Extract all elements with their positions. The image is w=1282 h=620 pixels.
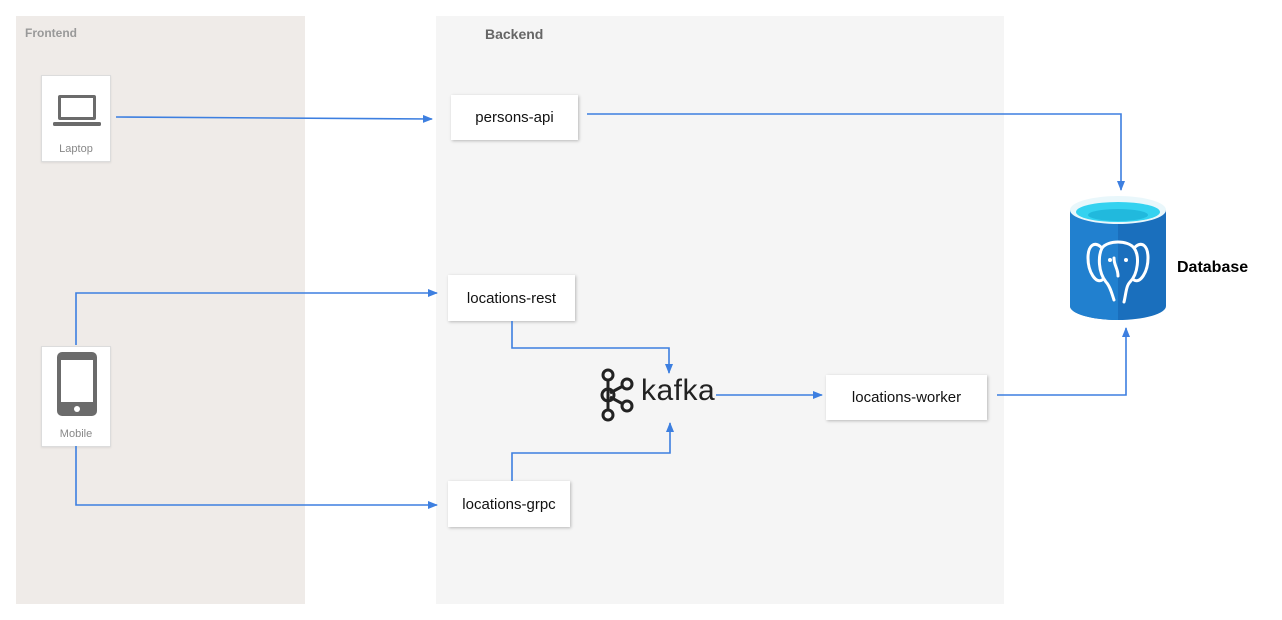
laptop-node[interactable]: Laptop	[41, 75, 111, 162]
locations-grpc-node[interactable]: locations-grpc	[448, 481, 570, 527]
edge-locations-rest-to-kafka	[511, 321, 673, 374]
edge-locations-worker-to-database	[997, 327, 1130, 396]
laptop-icon	[53, 95, 101, 126]
mobile-node[interactable]: Mobile	[41, 346, 111, 447]
edge-mobile-to-locations-grpc	[75, 446, 438, 509]
backend-zone-title: Backend	[485, 26, 544, 42]
persons-api-node[interactable]: persons-api	[451, 95, 578, 140]
locations-rest-node[interactable]: locations-rest	[448, 275, 575, 321]
edge-persons-api-to-database	[587, 113, 1125, 191]
laptop-label: Laptop	[59, 143, 93, 155]
edge-laptop-to-persons-api	[115, 114, 433, 123]
edge-mobile-to-locations-rest	[75, 289, 438, 345]
postgresql-database-icon[interactable]	[1068, 194, 1168, 322]
kafka-node[interactable]: kafka	[641, 374, 716, 407]
mobile-label: Mobile	[59, 428, 93, 440]
database-label: Database	[1177, 259, 1249, 276]
locations-worker-node[interactable]: locations-worker	[826, 375, 987, 420]
frontend-zone-title: Frontend	[25, 26, 77, 40]
kafka-logo-icon	[600, 368, 634, 422]
mobile-phone-icon	[57, 352, 97, 416]
edge-locations-grpc-to-kafka	[511, 422, 674, 481]
